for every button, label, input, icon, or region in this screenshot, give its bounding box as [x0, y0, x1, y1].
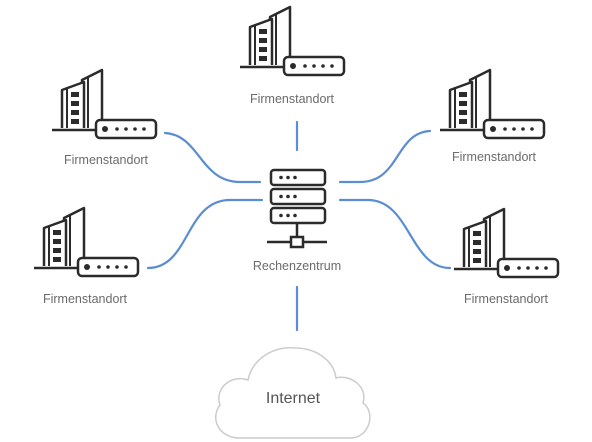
link-upper-right [338, 129, 432, 184]
site-icon-lower-right [452, 207, 560, 279]
datacenter-label: Rechenzentrum [252, 259, 342, 273]
site-icon-lower-left [32, 206, 140, 278]
server-icon [267, 168, 327, 249]
link-upper-left [163, 131, 262, 184]
site-label-top: Firmenstandort [249, 92, 335, 106]
link-lower-right [338, 198, 452, 270]
site-icon-upper-left [50, 68, 158, 140]
cloud-label: Internet [265, 390, 321, 407]
site-icon-top [238, 5, 346, 77]
server-leds [279, 175, 297, 218]
network-links [146, 120, 452, 332]
cloud-icon [215, 347, 371, 439]
site-label-lower-left: Firmenstandort [42, 292, 128, 306]
link-lower-left [146, 198, 264, 270]
site-label-upper-right: Firmenstandort [451, 150, 537, 164]
site-label-upper-left: Firmenstandort [63, 153, 149, 167]
site-label-lower-right: Firmenstandort [463, 292, 549, 306]
site-icon-upper-right [438, 68, 546, 140]
